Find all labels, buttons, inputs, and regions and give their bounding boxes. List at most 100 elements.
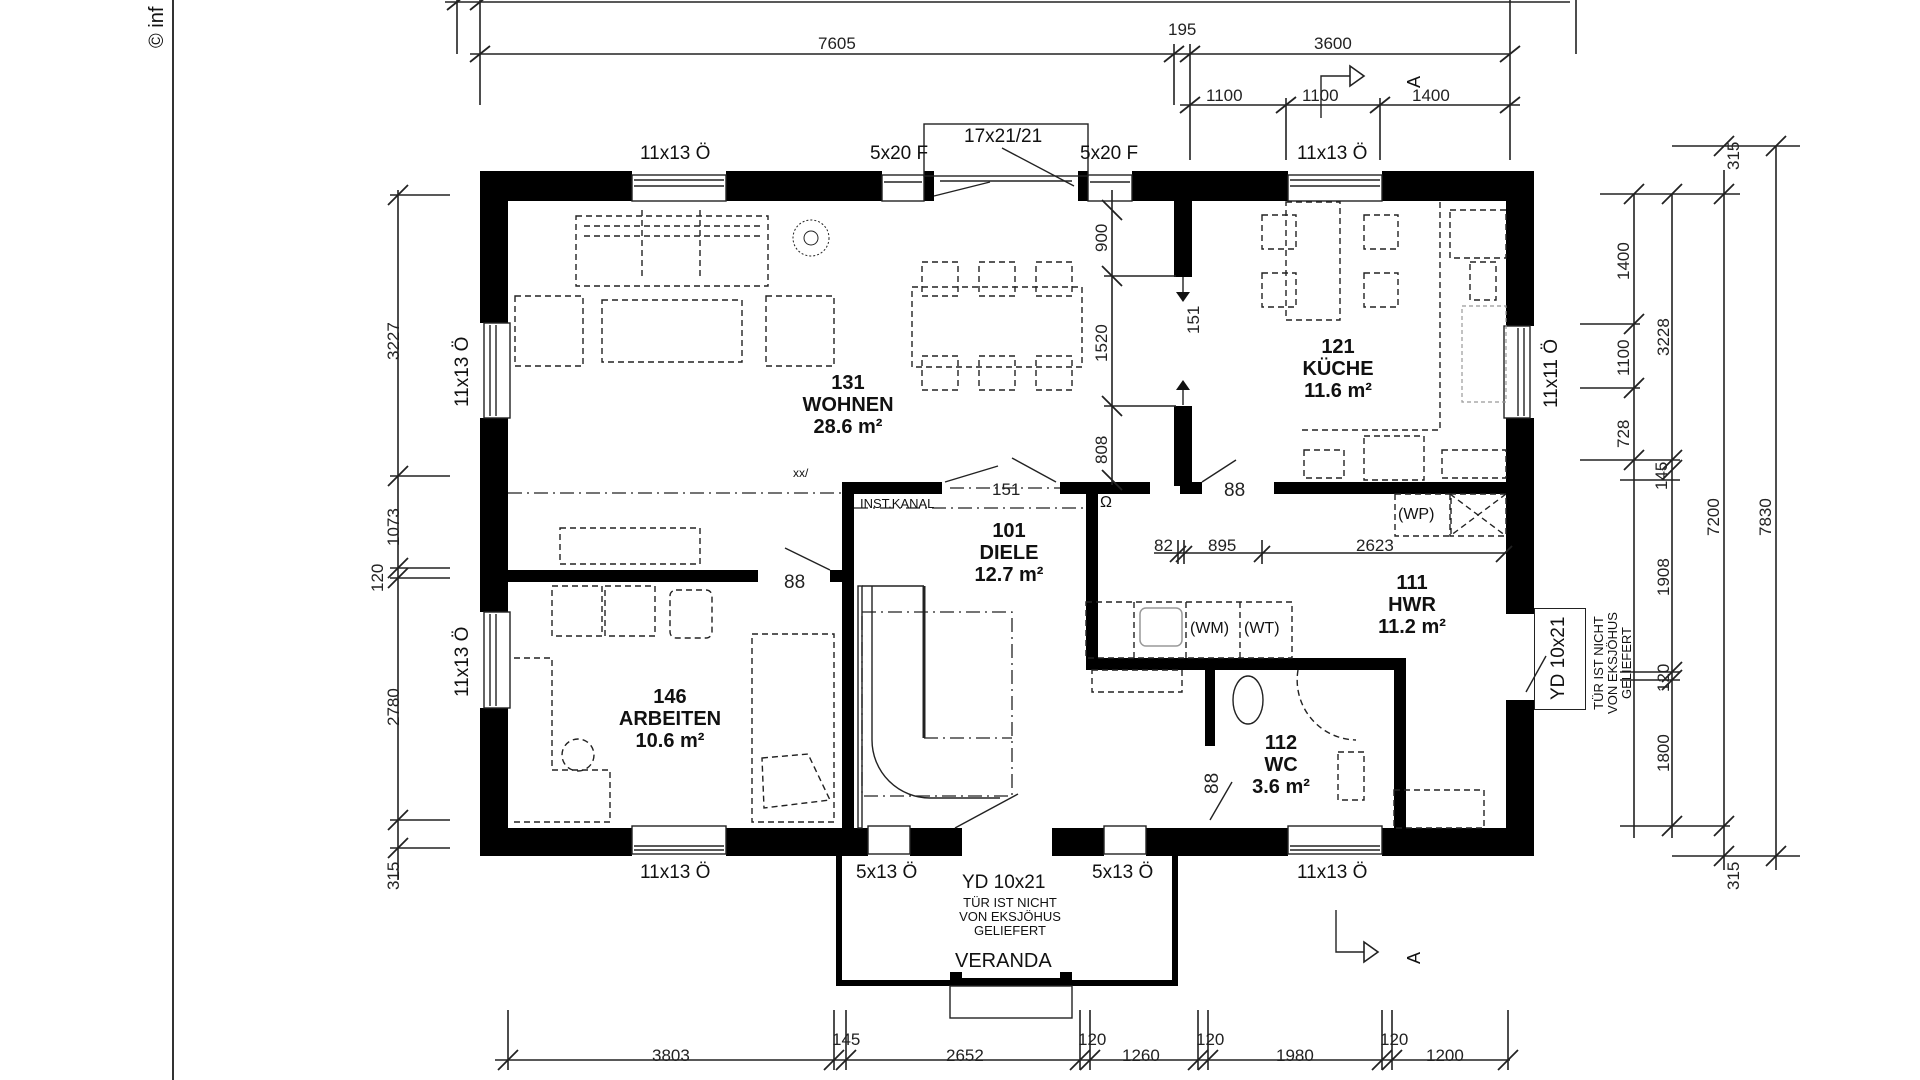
window-label-top-f-right: 5x20 F bbox=[1080, 143, 1139, 164]
opening-hwr: 88 bbox=[1224, 480, 1246, 501]
room-wc: 112 WC 3.6 m² bbox=[1252, 732, 1310, 798]
dim-bottom-1260: 1260 bbox=[1122, 1046, 1160, 1065]
room-name: DIELE bbox=[979, 542, 1039, 564]
room-name: WC bbox=[1264, 754, 1298, 776]
side-door-note: TÜR IST NICHT VON EKSJÖHUS GELIEFERT bbox=[1591, 608, 1634, 718]
room-area: 3.6 m² bbox=[1252, 776, 1310, 798]
dim-top-1100b: 1100 bbox=[1302, 86, 1339, 105]
room-veranda: VERANDA bbox=[955, 950, 1052, 972]
dim-top-7605: 7605 bbox=[818, 34, 856, 53]
dim-bottom-120b: 120 bbox=[1196, 1030, 1225, 1049]
entry-door-label: YD 10x21 bbox=[962, 872, 1046, 893]
room-hwr: 111 HWR 11.2 m² bbox=[1378, 572, 1446, 638]
dim-right-7200: 7200 bbox=[1704, 498, 1723, 536]
room-number: 111 bbox=[1396, 572, 1428, 594]
dim-right-145: 145 bbox=[1652, 461, 1671, 490]
room-area: 11.2 m² bbox=[1378, 616, 1446, 638]
window-label-left-lower: 11x13 Ö bbox=[452, 626, 473, 697]
dim-right-728: 728 bbox=[1614, 419, 1633, 448]
opening-wc: 88 bbox=[1202, 772, 1223, 794]
xx-label: xx/ bbox=[793, 466, 809, 480]
inst-kanal-label: INST.KANAL bbox=[860, 496, 935, 511]
door-swings bbox=[784, 457, 1547, 829]
dim-bottom-1980: 1980 bbox=[1276, 1046, 1314, 1065]
note-line: TÜR IST NICHT bbox=[963, 895, 1057, 910]
room-wohnen: 131 WOHNEN 28.6 m² bbox=[802, 372, 893, 438]
dim-bottom-120a: 120 bbox=[1078, 1030, 1107, 1049]
room-number: 101 bbox=[992, 520, 1026, 542]
opening-arbeiten: 88 bbox=[784, 572, 806, 593]
dim-right-315-top: 315 bbox=[1724, 141, 1743, 170]
inner-dimension-lines bbox=[1101, 190, 1513, 564]
dim-inner-82: 82 bbox=[1154, 536, 1173, 555]
dim-inner-808: 808 bbox=[1092, 435, 1111, 464]
room-number: 146 bbox=[653, 686, 687, 708]
dim-bottom-1200: 1200 bbox=[1426, 1046, 1464, 1065]
veranda-structure bbox=[836, 856, 1178, 1019]
dim-inner-1520: 1520 bbox=[1092, 324, 1111, 362]
window-label-bottom-right: 11x13 Ö bbox=[1297, 862, 1368, 883]
wm-label: (WM) bbox=[1190, 620, 1230, 637]
dim-top-1400: 1400 bbox=[1412, 86, 1450, 105]
room-name: HWR bbox=[1388, 594, 1436, 616]
top-dimension-lines bbox=[445, 0, 1577, 160]
room-name: KÜCHE bbox=[1302, 358, 1374, 380]
wp-label: (WP) bbox=[1398, 506, 1435, 523]
room-number: 131 bbox=[831, 372, 865, 394]
dim-left-2780: 2780 bbox=[384, 688, 403, 726]
note-line: VON EKSJÖHUS bbox=[1605, 612, 1620, 714]
room-number: 112 bbox=[1264, 732, 1298, 754]
dim-left-120: 120 bbox=[368, 563, 387, 592]
note-line: GELIEFERT bbox=[973, 923, 1046, 938]
window-label-top-left: 11x13 Ö bbox=[640, 143, 711, 164]
room-area: 11.6 m² bbox=[1304, 380, 1372, 402]
note-line: VON EKSJÖHUS bbox=[959, 909, 1061, 924]
windows bbox=[483, 123, 1531, 855]
wt-label: (WT) bbox=[1244, 620, 1280, 637]
dim-right-1400: 1400 bbox=[1614, 242, 1633, 280]
window-label-top-door: 17x21/21 bbox=[964, 126, 1043, 147]
room-diele: 101 DIELE 12.7 m² bbox=[975, 520, 1044, 586]
window-label-top-f-left: 5x20 F bbox=[870, 143, 929, 164]
dim-right-1908: 1908 bbox=[1654, 558, 1673, 596]
omega-symbol: Ω bbox=[1100, 494, 1112, 511]
dim-right-7830: 7830 bbox=[1756, 498, 1775, 536]
room-arbeiten: 146 ARBEITEN 10.6 m² bbox=[619, 686, 721, 752]
exterior-walls bbox=[480, 171, 1534, 856]
dim-bottom-2652: 2652 bbox=[946, 1046, 984, 1065]
dim-inner-895: 895 bbox=[1208, 536, 1237, 555]
furniture bbox=[514, 201, 1507, 829]
dim-top-3600: 3600 bbox=[1314, 34, 1352, 53]
side-door-box bbox=[1534, 608, 1586, 710]
dim-inner-900: 900 bbox=[1092, 223, 1111, 252]
dim-bottom-145: 145 bbox=[832, 1030, 861, 1049]
room-area: 10.6 m² bbox=[635, 730, 705, 752]
dim-right-120: 120 bbox=[1654, 663, 1673, 692]
dim-top-195: 195 bbox=[1168, 20, 1197, 39]
window-label-veranda-left: 5x13 Ö bbox=[856, 862, 918, 883]
dim-bottom-3803: 3803 bbox=[652, 1046, 690, 1065]
dim-right-1100: 1100 bbox=[1614, 339, 1633, 376]
opening-diele-wohnen: 151 bbox=[992, 480, 1021, 499]
window-label-right-kitchen: 11x11 Ö bbox=[1541, 338, 1562, 408]
dim-left-3227: 3227 bbox=[384, 322, 403, 360]
section-a-bottom: A bbox=[1404, 951, 1424, 964]
dim-left-1073: 1073 bbox=[384, 508, 403, 546]
note-line: GELIEFERT bbox=[1619, 627, 1634, 700]
dim-left-315: 315 bbox=[384, 861, 403, 890]
entry-door-note: TÜR IST NICHT VON EKSJÖHUS GELIEFERT bbox=[950, 896, 1070, 938]
dim-top-1100a: 1100 bbox=[1206, 86, 1243, 105]
side-door-label: YD 10x21 bbox=[1548, 616, 1569, 700]
room-area: 12.7 m² bbox=[974, 564, 1044, 586]
dim-inner-2623: 2623 bbox=[1356, 536, 1394, 555]
dim-bottom-120c: 120 bbox=[1380, 1030, 1409, 1049]
window-label-left-upper: 11x13 Ö bbox=[452, 336, 473, 407]
room-name: WOHNEN bbox=[802, 394, 894, 416]
left-dimension-lines bbox=[387, 184, 450, 880]
right-dimension-lines bbox=[1580, 135, 1800, 870]
bottom-dimension-lines bbox=[495, 910, 1519, 1071]
note-line: TÜR IST NICHT bbox=[1591, 616, 1606, 710]
installation-lines bbox=[508, 487, 1086, 509]
room-number: 121 bbox=[1321, 336, 1355, 358]
